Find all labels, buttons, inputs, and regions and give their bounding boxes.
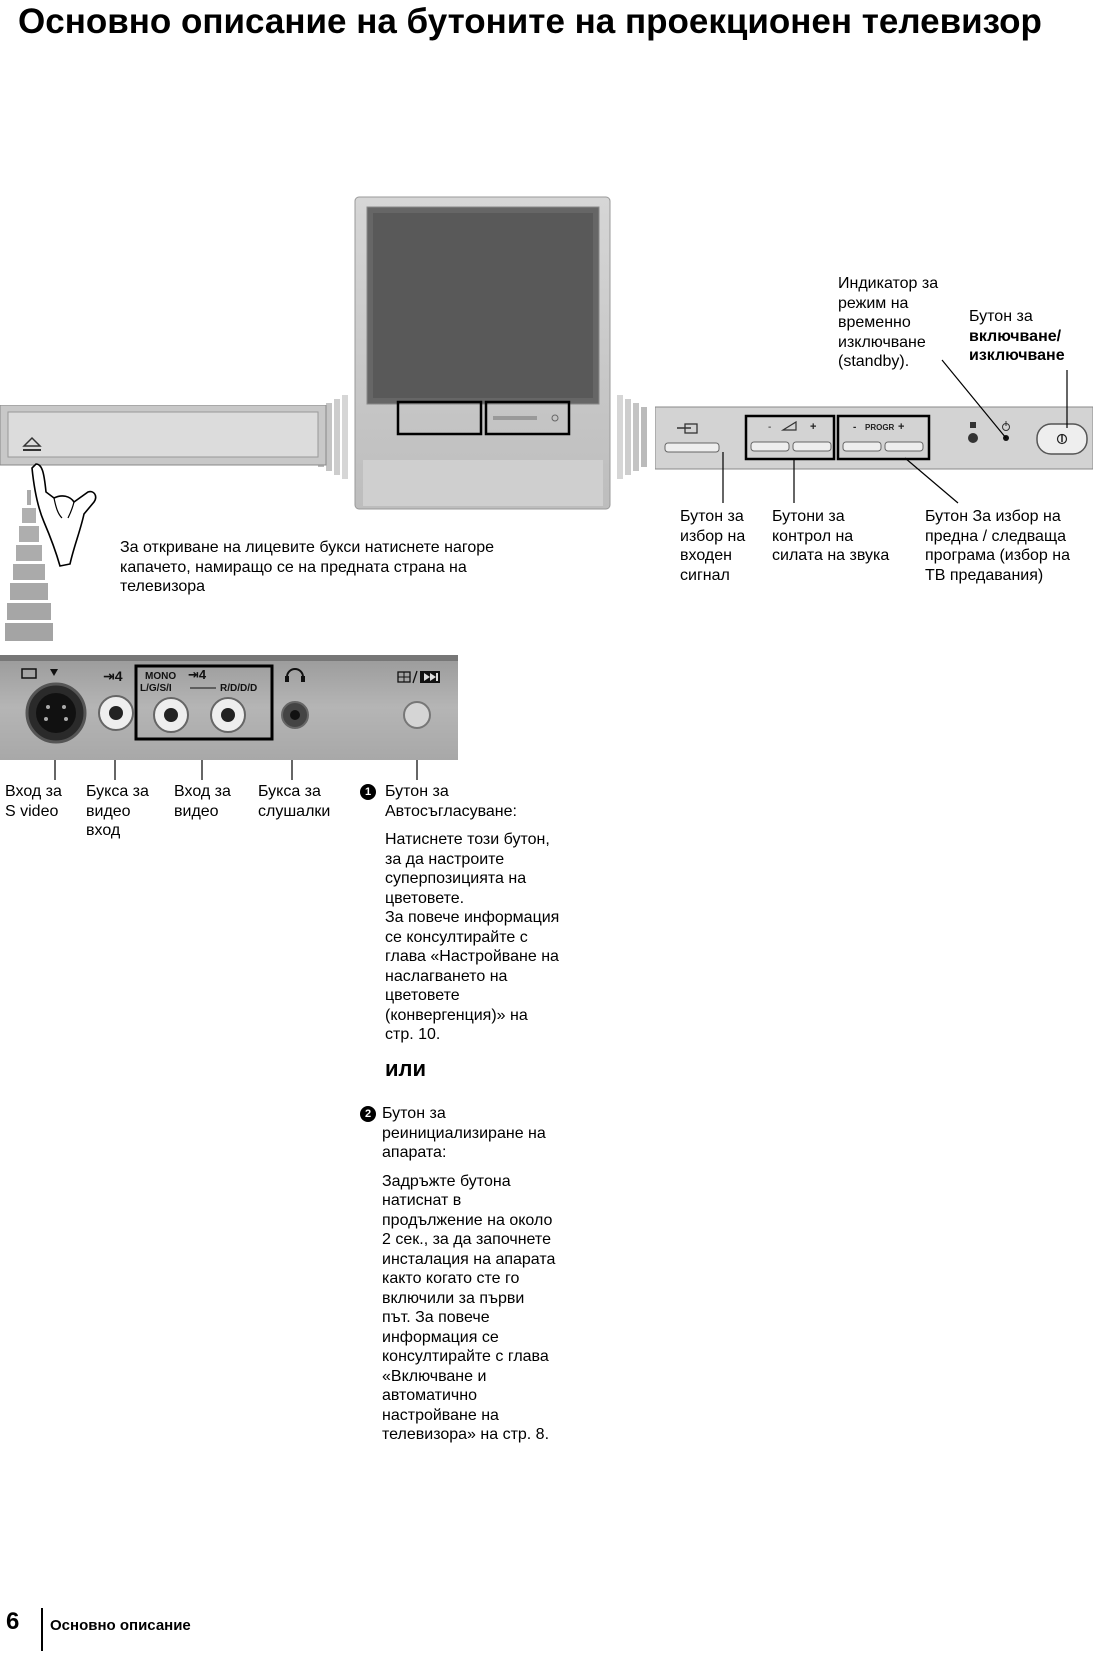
footer-divider [41, 1608, 43, 1651]
volume-down-button[interactable] [750, 441, 790, 452]
standby-indicator-label: Индикатор за режим на временно изключван… [838, 275, 939, 370]
item2-number-icon: 2 [360, 1106, 376, 1122]
power-icon [1056, 433, 1068, 445]
s-video-icon [21, 668, 58, 679]
down-arrow-icon [5, 490, 53, 641]
headphones-label: Букса за слушалки [258, 783, 331, 820]
indicator-symbol-icon [970, 422, 976, 428]
volume-buttons-label: Бутони за контрол на силата на звука [772, 508, 890, 564]
audio-jacks-highlight [134, 664, 274, 741]
headphones-icon [285, 668, 305, 682]
volume-minus-mark: - [768, 422, 771, 433]
item1-header: 1 Бутон за Автосъгласуване: [360, 782, 600, 821]
top-control-panel: - + - PROGR + [655, 406, 1093, 470]
item2-heading: Бутон за реинициализиране на апарата: [382, 1105, 546, 1161]
item2-body: Задръжте бутона натиснат в продължение н… [382, 1172, 556, 1444]
power-button-label-bold: включване/ изключване [969, 327, 1065, 365]
power-button-label: Бутон за включване/ изключване [969, 307, 1093, 366]
lgsi-mark: L/G/S/I [140, 683, 172, 694]
cover-open-icon [22, 436, 42, 451]
or-separator: или [385, 1055, 427, 1081]
page-number: 6 [6, 1608, 20, 1635]
item1-heading: Бутон за Автосъгласуване: [385, 783, 517, 820]
hand-press-illustration [31, 463, 97, 567]
tv-controls-highlight [484, 400, 571, 436]
page-title: Основно описание на бутоните на проекцио… [18, 2, 1042, 41]
motion-fins-right [617, 395, 647, 479]
item1-number-icon: 1 [360, 784, 376, 800]
rddd-mark: R/D/D/D [220, 683, 257, 694]
convergence-icon [397, 670, 418, 684]
jack-panel: ⇥4 MONO ⇥4 L/G/S/I R/D/D/D [0, 655, 458, 760]
item2-header: 2 Бутон за реинициализиране на апарата: [360, 1104, 600, 1163]
indicator-lamp [968, 433, 978, 443]
volume-up-button[interactable] [792, 441, 832, 452]
item2-marker: 2 [360, 1104, 382, 1163]
item1-marker: 1 [360, 782, 385, 821]
input-select-button[interactable] [664, 442, 720, 453]
next-icon [420, 671, 440, 683]
input4-mark-b: ⇥4 [188, 667, 207, 682]
tv-illustration [318, 196, 647, 510]
volume-buttons-highlight [744, 414, 836, 461]
input-select-icon [677, 423, 698, 434]
convergence-reset-button[interactable] [403, 701, 431, 729]
volume-icon [780, 420, 797, 431]
program-buttons-highlight [836, 414, 931, 461]
power-button-label-line1: Бутон за [969, 308, 1033, 325]
tv-cover-highlight [396, 400, 483, 436]
mono-mark: MONO [145, 671, 176, 682]
input-select-label: Бутон за избор на входен сигнал [680, 508, 746, 584]
item1-body: Натиснете този бутон, за да настроите су… [385, 831, 560, 1043]
standby-icon [1002, 421, 1010, 431]
audio-input-label: Вход за видео [174, 783, 231, 820]
input4-mark-a: ⇥4 [103, 668, 123, 684]
video-jack-label: Букса за видео вход [86, 783, 149, 839]
footer-section-title: Основно описание [50, 1617, 191, 1634]
progr-mark: PROGR [865, 423, 895, 432]
item1-block: 1 Бутон за Автосъгласуване: Натиснете то… [360, 782, 600, 1082]
progr-minus-mark: - [853, 422, 856, 433]
s-video-label: Вход за S video [5, 783, 62, 820]
progr-plus-mark: + [898, 421, 904, 433]
cover-instruction-text: За откриване на лицевите букси натиснете… [120, 539, 495, 595]
program-down-button[interactable] [842, 441, 882, 452]
front-cover-panel [0, 405, 327, 466]
program-up-button[interactable] [884, 441, 924, 452]
program-buttons-label: Бутон За избор на предна / следваща прог… [925, 508, 1070, 584]
volume-plus-mark: + [810, 421, 816, 433]
item2-block: 2 Бутон за реинициализиране на апарата: … [360, 1104, 600, 1445]
